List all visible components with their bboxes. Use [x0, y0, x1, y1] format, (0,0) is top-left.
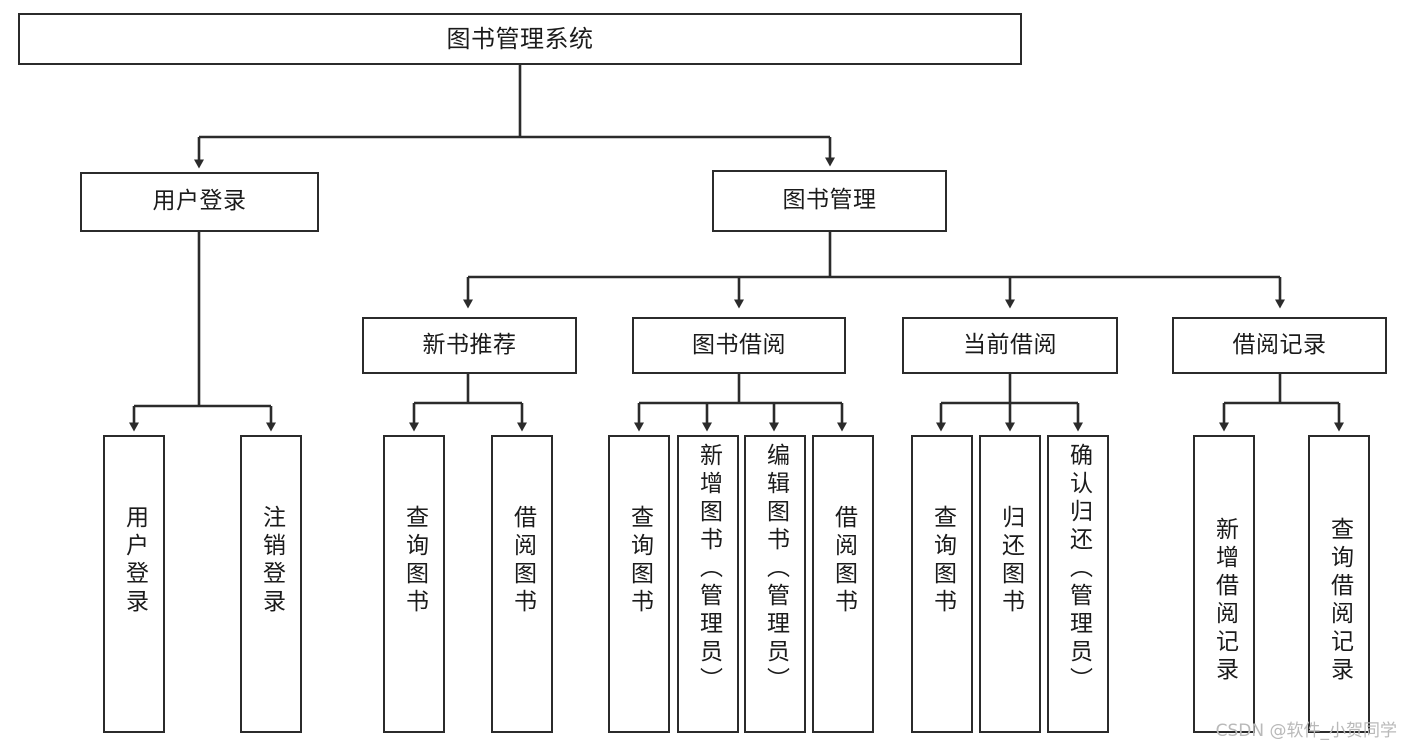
node-label: 编辑图书（管理员）	[762, 443, 789, 695]
node-label: 借阅图书	[830, 505, 857, 617]
leaf-current-borrow-return[interactable]: 归还图书	[979, 435, 1041, 733]
leaf-borrow-record-query[interactable]: 查询借阅记录	[1308, 435, 1370, 733]
node-label: 新增借阅记录	[1211, 517, 1238, 685]
node-label: 查询图书	[929, 505, 956, 617]
node-book-borrow[interactable]: 图书借阅	[632, 317, 846, 374]
node-label: 当前借阅	[963, 331, 1057, 358]
leaf-current-borrow-confirm-return[interactable]: 确认归还（管理员）	[1047, 435, 1109, 733]
node-label: 图书管理	[782, 187, 877, 214]
node-user-login[interactable]: 用户登录	[80, 172, 319, 232]
leaf-user-login-signout[interactable]: 注销登录	[240, 435, 302, 733]
node-label: 查询借阅记录	[1326, 517, 1353, 685]
node-label: 借阅图书	[509, 505, 536, 617]
node-label: 查询图书	[626, 505, 653, 617]
node-label: 归还图书	[997, 505, 1024, 617]
leaf-new-book-query[interactable]: 查询图书	[383, 435, 445, 733]
leaf-book-borrow-edit[interactable]: 编辑图书（管理员）	[744, 435, 806, 733]
node-root-library-system[interactable]: 图书管理系统	[18, 13, 1022, 65]
leaf-current-borrow-query[interactable]: 查询图书	[911, 435, 973, 733]
node-label: 新书推荐	[422, 331, 517, 358]
node-label: 用户登录	[121, 505, 148, 617]
leaf-book-borrow-query[interactable]: 查询图书	[608, 435, 670, 733]
node-label: 图书管理系统	[446, 24, 594, 53]
node-label: 查询图书	[401, 505, 428, 617]
node-borrow-record[interactable]: 借阅记录	[1172, 317, 1387, 374]
node-label: 新增图书（管理员）	[695, 443, 722, 695]
node-label: 借阅记录	[1232, 331, 1327, 358]
node-book-management[interactable]: 图书管理	[712, 170, 947, 232]
node-label: 图书借阅	[692, 331, 786, 358]
node-label: 确认归还（管理员）	[1065, 443, 1092, 695]
leaf-user-login-signin[interactable]: 用户登录	[103, 435, 165, 733]
leaf-borrow-record-add[interactable]: 新增借阅记录	[1193, 435, 1255, 733]
node-current-borrow[interactable]: 当前借阅	[902, 317, 1118, 374]
node-label: 用户登录	[152, 188, 247, 215]
leaf-book-borrow-add[interactable]: 新增图书（管理员）	[677, 435, 739, 733]
node-new-book-recommend[interactable]: 新书推荐	[362, 317, 577, 374]
node-label: 注销登录	[258, 505, 285, 617]
leaf-book-borrow-borrow[interactable]: 借阅图书	[812, 435, 874, 733]
csdn-watermark: CSDN @软件_小贺同学	[1215, 721, 1397, 741]
leaf-new-book-borrow[interactable]: 借阅图书	[491, 435, 553, 733]
